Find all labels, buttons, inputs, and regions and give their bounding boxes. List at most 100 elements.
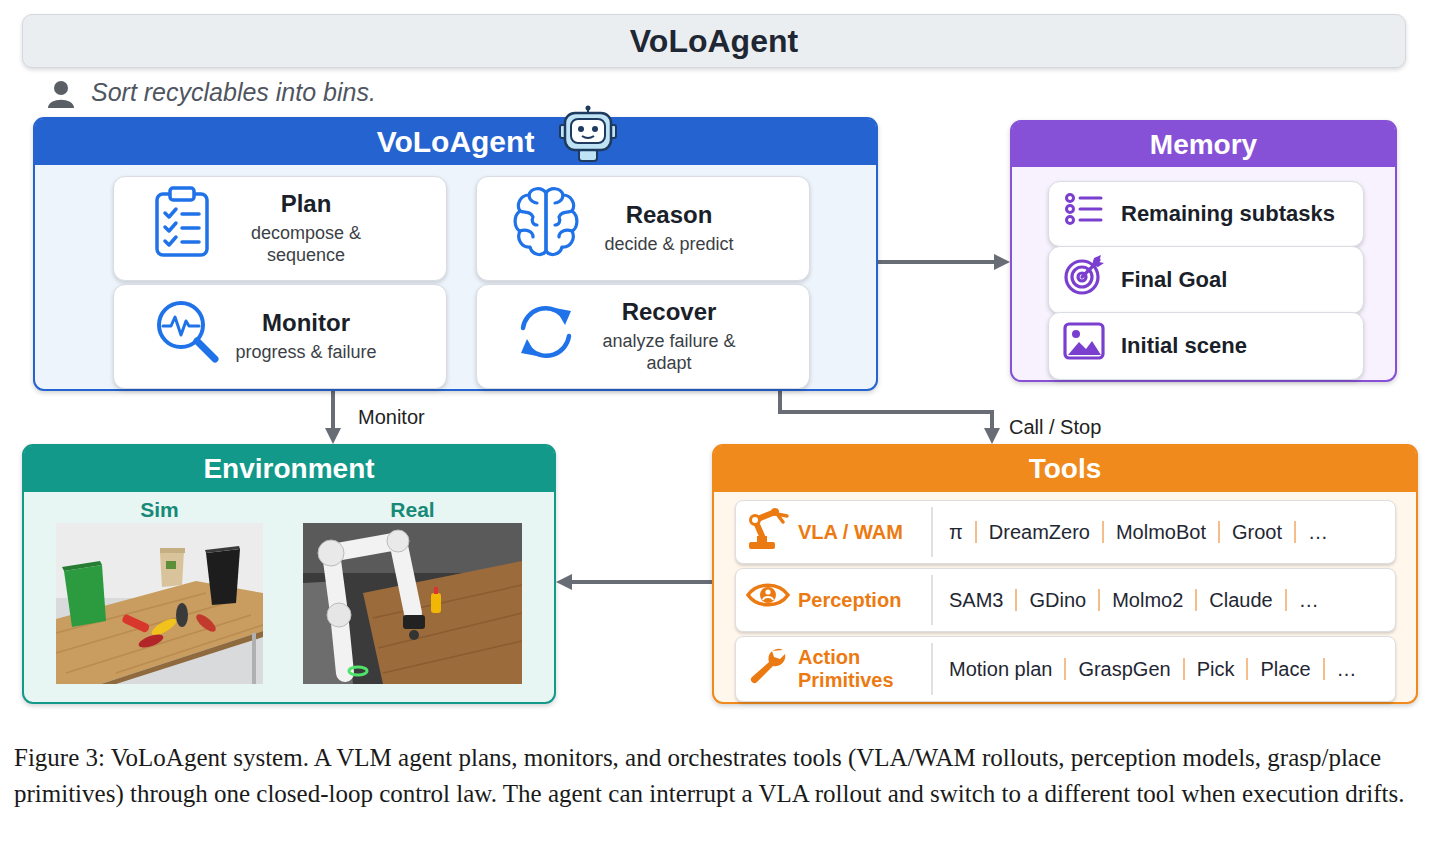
robot-icon-part — [571, 119, 605, 143]
card-title: Reason — [626, 201, 713, 230]
real-scene-part — [373, 585, 522, 673]
sim-scene-part — [194, 611, 219, 634]
clipboard-icon-part — [170, 188, 194, 200]
brain-icon — [511, 183, 581, 261]
card-title: Recover — [622, 298, 717, 327]
sim-scene-part — [149, 616, 178, 639]
real-scene-part — [383, 641, 522, 673]
tool-name: Molmo2 — [1098, 589, 1195, 611]
capability-card: Monitorprogress & failure — [113, 284, 447, 389]
tool-name: Pick — [1183, 658, 1247, 680]
flow-arrow — [780, 391, 992, 436]
image-icon-part — [1068, 341, 1101, 355]
decoration-layer-part — [48, 100, 74, 108]
real-scene — [303, 523, 522, 684]
real-scene-part — [431, 593, 441, 613]
text-group: Reasondecide & predict — [589, 177, 749, 280]
cycle-icon-part — [523, 308, 562, 328]
real-scene-part — [303, 523, 522, 684]
sim-scene — [56, 523, 263, 684]
target-icon-part — [1066, 261, 1098, 293]
robot-icon-part — [565, 113, 611, 150]
image-icon-part — [1072, 330, 1080, 338]
eye-icon-part — [748, 585, 788, 605]
tool-name: GDino — [1015, 589, 1098, 611]
sim-scene-part — [160, 551, 184, 587]
card-description: analyze failure & adapt — [589, 330, 749, 375]
tool-row: PerceptionSAM3GDinoMolmo2Claude… — [735, 568, 1396, 632]
real-scene-part — [363, 561, 522, 684]
scene-image: Sim — [56, 496, 263, 684]
real-scene-part — [349, 667, 367, 675]
real-scene-part — [373, 585, 522, 618]
text-group: Plandecompose & sequence — [226, 177, 386, 280]
tool-category: VLA / WAM — [798, 501, 926, 563]
sim-scene-part — [56, 523, 263, 684]
tool-name: … — [1285, 589, 1331, 611]
sim-scene-part — [176, 603, 188, 627]
robot-arm-icon-part — [751, 516, 760, 525]
robot-icon — [559, 105, 617, 165]
tool-name: … — [1294, 521, 1340, 543]
robot-icon-part — [586, 106, 591, 111]
card-title: Monitor — [262, 309, 350, 338]
robot-arm-icon-part — [749, 542, 775, 549]
user-icon — [48, 81, 74, 108]
robot-arm-icon — [743, 504, 793, 550]
target-icon-part — [1092, 255, 1104, 267]
eye-icon-part — [760, 587, 776, 603]
tool-row: VLA / WAMπDreamZeroMolmoBotGroot… — [735, 500, 1396, 564]
cycle-icon-part — [530, 336, 569, 356]
capability-card: Reasondecide & predict — [476, 176, 810, 281]
icon-holder — [747, 644, 787, 684]
wrench-icon — [747, 644, 787, 684]
sim-scene-part — [62, 561, 102, 571]
magnifier-icon — [154, 298, 220, 363]
robot-icon-part — [582, 136, 594, 138]
cycle-icon — [513, 300, 579, 364]
tool-name: MolmoBot — [1102, 521, 1218, 543]
tool-name: Place — [1246, 658, 1322, 680]
item-text: Remaining subtasks — [1121, 182, 1355, 246]
edge-label: Call / Stop — [1006, 416, 1104, 439]
memory-item: Remaining subtasks — [1048, 181, 1364, 247]
image-icon — [1063, 322, 1105, 360]
tool-name: GraspGen — [1064, 658, 1182, 680]
tool-list: πDreamZeroMolmoBotGroot… — [931, 507, 1391, 557]
robot-icon-part — [578, 126, 584, 132]
real-scene-part — [403, 615, 425, 629]
eye-icon — [745, 579, 791, 611]
panel-header: VoLoAgent — [35, 119, 876, 165]
tool-name: Claude — [1195, 589, 1284, 611]
image-heading: Sim — [56, 496, 263, 523]
panel-title: VoLoAgent — [377, 125, 535, 159]
panel-title: Tools — [1029, 453, 1102, 485]
image-icon-part — [1065, 324, 1103, 358]
capability-card: Recover analyze failure & adapt — [476, 284, 810, 389]
list-icon-part — [1067, 195, 1102, 224]
tool-list: Motion planGraspGenPickPlace… — [931, 643, 1391, 695]
tool-row: Action PrimitivesMotion planGraspGenPick… — [735, 636, 1396, 702]
sim-scene-part — [252, 633, 256, 684]
sim-scene-part — [121, 613, 150, 633]
real-scene-part — [303, 523, 522, 573]
target-icon-part — [1066, 261, 1098, 293]
icon-holder — [513, 300, 579, 364]
cycle-icon-part — [555, 308, 571, 325]
robot-arm-icon-part — [777, 514, 787, 522]
icon-holder — [154, 298, 220, 363]
brain-icon-part — [515, 189, 577, 255]
magnifier-icon-part — [163, 317, 199, 335]
magnifier-icon-part — [197, 341, 215, 359]
icon-holder — [1063, 322, 1105, 360]
sim-scene-part — [101, 631, 263, 684]
title-bar: VoLoAgent — [22, 14, 1406, 68]
decoration-layer-part — [54, 81, 68, 95]
clipboard-icon-part — [157, 194, 207, 255]
eye-icon-part — [765, 589, 770, 594]
flow-arrow — [878, 260, 1002, 264]
memory-item: Final Goal — [1048, 246, 1364, 314]
tool-category: Perception — [798, 569, 926, 631]
